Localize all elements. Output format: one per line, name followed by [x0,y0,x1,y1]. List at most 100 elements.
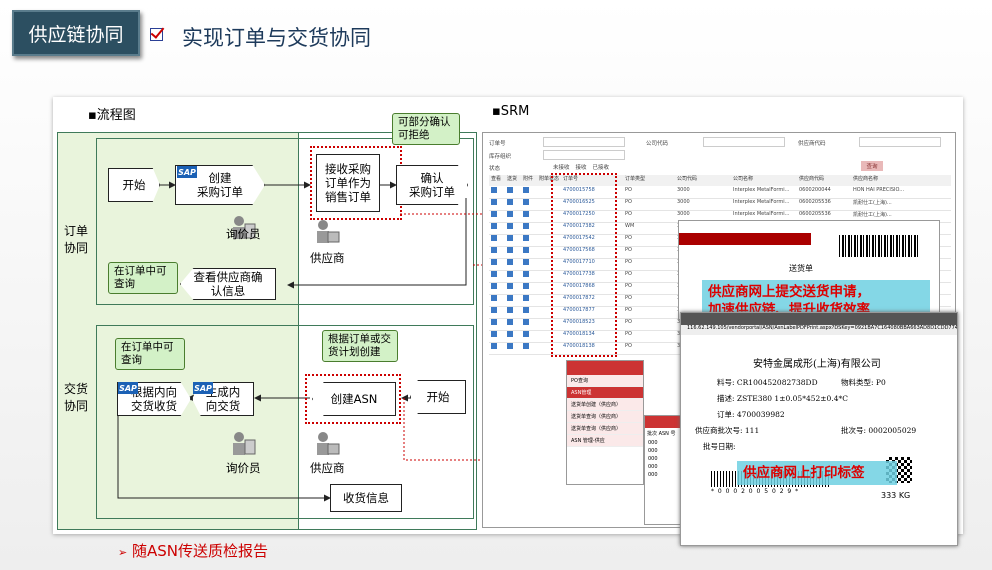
order-no[interactable]: 4700015758 [563,187,595,193]
menu-item[interactable]: 送货单查询（供应商） [567,411,643,423]
ship-icon[interactable] [505,247,521,258]
attach-icon[interactable] [521,235,537,246]
ship-icon[interactable] [505,343,521,354]
bottom-text: 随ASN传送质检报告 [132,542,269,560]
asn-item[interactable]: 000 [648,464,658,470]
order-type: PO [625,187,632,193]
view-icon[interactable] [489,331,505,342]
asn-item[interactable]: 000 [648,472,658,478]
attach-icon[interactable] [521,259,537,270]
order-type: PO [625,307,632,313]
view-icon[interactable] [489,211,505,222]
view-icon[interactable] [489,295,505,306]
attach-icon[interactable] [521,331,537,342]
attach-icon[interactable] [521,283,537,294]
order-no[interactable]: 4700017738 [563,271,595,277]
vendor-code: 0600205536 [799,211,831,217]
view-icon[interactable] [489,271,505,282]
menu-item[interactable]: ASN 管理-供应 [567,435,643,447]
attach-icon[interactable] [521,247,537,258]
company-input[interactable] [703,137,785,147]
attach-icon[interactable] [521,307,537,318]
order-no[interactable]: 4700017872 [563,295,595,301]
sap-icon-2: SAP [118,382,138,394]
status-unreceived[interactable]: 未接收 [553,165,570,171]
ship-icon[interactable] [505,331,521,342]
asn-list: 000 000 000 000 000 [645,439,683,479]
view-icon[interactable] [489,259,505,270]
attach-icon[interactable] [521,271,537,282]
ship-icon[interactable] [505,295,521,306]
order-no[interactable]: 4700017568 [563,247,595,253]
order-type: PO [625,331,632,337]
view-icon[interactable] [489,343,505,354]
ship-icon[interactable] [505,199,521,210]
menu-item[interactable]: 送货单查询（供应商） [567,423,643,435]
ship-icon[interactable] [505,283,521,294]
menu-item[interactable]: 送货单创建（供应商） [567,399,643,411]
order-no[interactable]: 4700017877 [563,307,595,313]
order-no[interactable]: 4700017868 [563,283,595,289]
status-receive[interactable]: 接收 [575,165,587,171]
company-code: 3000 [677,211,690,217]
label-material-type: 物料类型: P0 [841,378,886,387]
order-no[interactable]: 4700018134 [563,331,595,337]
ship-icon[interactable] [505,235,521,246]
menu-item[interactable]: ASN管理 [567,387,643,399]
order-no[interactable]: 4700017250 [563,211,595,217]
view-icon[interactable] [489,319,505,330]
order-no[interactable]: 4700018138 [563,343,595,349]
menu-item[interactable]: PO查询 [567,375,643,387]
order-no[interactable]: 4700017710 [563,259,595,265]
col-vendor-name: 供应商名称 [853,176,879,182]
ship-icon[interactable] [505,187,521,198]
order-no[interactable]: 4700017382 [563,223,595,229]
attach-icon[interactable] [521,199,537,210]
asn-item[interactable]: 000 [648,456,658,462]
url-bar[interactable]: 116.62.149.105/vendorportal/ASN/AsnLabel… [681,325,957,335]
attach-icon[interactable] [521,319,537,330]
label-batch-right: 批次号: 0002005029 [841,426,917,435]
vendor-code: 0600205536 [799,199,831,205]
ship-icon[interactable] [505,223,521,234]
ship-icon[interactable] [505,319,521,330]
ship-icon[interactable] [505,211,521,222]
attach-icon[interactable] [521,343,537,354]
supplier-icon [317,220,340,243]
view-icon[interactable] [489,223,505,234]
sort-select[interactable] [543,150,625,160]
ship-icon[interactable] [505,271,521,282]
view-icon[interactable] [489,307,505,318]
window-titlebar [681,313,957,325]
status-checkboxes[interactable]: 未接收 接收 已接收 [553,163,609,171]
order-input[interactable] [543,137,625,147]
order-type: PO [625,247,632,253]
status-field-label: 状态 [489,166,501,172]
search-button[interactable]: 查询 [861,161,883,171]
ship-icon[interactable] [505,259,521,270]
asn-item[interactable]: 000 [648,448,658,454]
status-received[interactable]: 已接收 [592,165,610,171]
ship-icon[interactable] [505,307,521,318]
view-icon[interactable] [489,187,505,198]
order-no[interactable]: 4700017542 [563,235,595,241]
asn-item[interactable]: 000 [648,440,658,446]
supplier-input[interactable] [859,137,941,147]
buyer-icon-2 [233,432,256,455]
col-company-code: 公司代码 [677,176,698,182]
view-icon[interactable] [489,199,505,210]
attach-icon[interactable] [521,223,537,234]
view-icon[interactable] [489,247,505,258]
attach-icon[interactable] [521,187,537,198]
note-asn: 根据订单或交 货计划创建 [322,330,398,362]
order-no[interactable]: 4700018523 [563,319,595,325]
view-icon[interactable] [489,283,505,294]
attach-icon[interactable] [521,211,537,222]
order-no[interactable]: 4700016525 [563,199,595,205]
attach-icon[interactable] [521,295,537,306]
barcode-digits: * 0 0 0 2 0 0 5 0 2 9 * [711,488,800,495]
col-ship: 送货 [507,176,518,182]
view-icon[interactable] [489,235,505,246]
